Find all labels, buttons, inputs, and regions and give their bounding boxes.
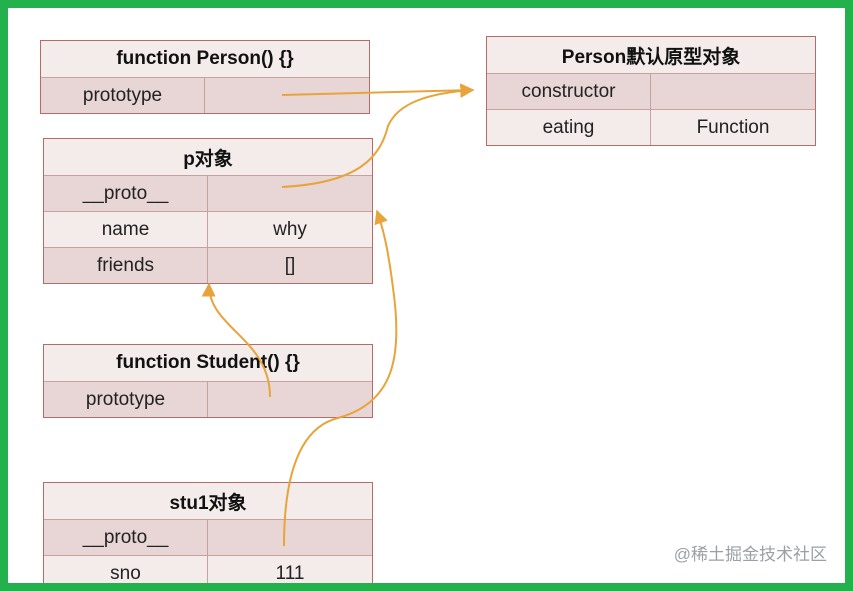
table-p-object: p对象 __proto__ name why friends [] — [43, 138, 373, 284]
table-title: function Person() {} — [41, 41, 369, 77]
arrow-p-proto — [281, 83, 475, 188]
watermark: @稀土掘金技术社区 — [673, 545, 827, 564]
table-student-function: function Student() {} prototype — [43, 344, 373, 418]
row-value-eating: Function — [696, 116, 770, 138]
table-title: function Student() {} — [44, 345, 372, 381]
table-title: stu1对象 — [44, 483, 372, 519]
table-title: Person默认原型对象 — [487, 37, 815, 73]
arrow-stu1-proto — [283, 209, 398, 547]
row-key-prototype: prototype — [41, 78, 205, 113]
arrow-person-prototype — [281, 83, 475, 98]
table-stu1-object: stu1对象 __proto__ sno 111 — [43, 482, 373, 584]
row-key-proto: __proto__ — [44, 176, 208, 211]
row-key-friends: friends — [44, 248, 208, 283]
row-key-proto: __proto__ — [44, 520, 208, 555]
arrows-layer — [201, 83, 475, 547]
row-value-sno: 111 — [275, 562, 305, 584]
row-value-name: why — [273, 218, 307, 240]
row-key-eating: eating — [487, 110, 651, 145]
arrow-student-prototype — [201, 282, 271, 398]
row-key-constructor: constructor — [487, 74, 651, 109]
table-person-prototype: Person默认原型对象 constructor eating Function — [486, 36, 816, 146]
table-title: p对象 — [44, 139, 372, 175]
row-value-friends: [] — [284, 254, 296, 276]
table-person-function: function Person() {} prototype — [40, 40, 370, 114]
row-key-sno: sno — [44, 556, 208, 583]
row-key-name: name — [44, 212, 208, 247]
row-key-prototype: prototype — [44, 382, 208, 417]
